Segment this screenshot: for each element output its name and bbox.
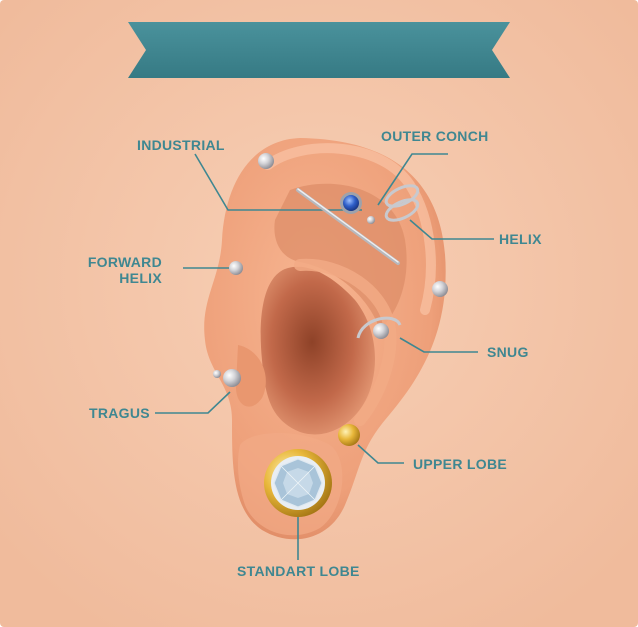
helix-rings — [384, 184, 420, 222]
inner-ear — [260, 266, 375, 435]
antihelix — [294, 258, 397, 426]
outer-conch-gem — [343, 195, 359, 211]
label-tragus: TRAGUS — [89, 405, 150, 421]
label-forward-helix-line1: FORWARD — [87, 254, 162, 270]
title-banner — [128, 22, 510, 78]
helix-side-ball — [432, 281, 448, 297]
forward-helix-ball — [229, 261, 243, 275]
tragus-ball — [223, 369, 241, 387]
label-industrial: INDUSTRIAL — [137, 137, 225, 153]
label-standart-lobe: STANDART LOBE — [237, 563, 360, 579]
label-snug: SNUG — [487, 344, 529, 360]
label-outer-conch: OUTER CONCH — [381, 128, 489, 144]
snug-ring — [356, 316, 402, 339]
industrial-ball — [258, 153, 274, 169]
tragus-bump — [235, 345, 266, 407]
label-forward-helix: FORWARD HELIX — [60, 254, 162, 286]
label-upper-lobe: UPPER LOBE — [413, 456, 508, 472]
label-helix: HELIX — [499, 231, 542, 247]
industrial-bar — [296, 188, 400, 265]
snug-ball — [373, 323, 389, 339]
leader-lines — [155, 153, 494, 560]
upper-lobe-ball — [338, 424, 360, 446]
label-forward-helix-line2: HELIX — [119, 270, 162, 286]
